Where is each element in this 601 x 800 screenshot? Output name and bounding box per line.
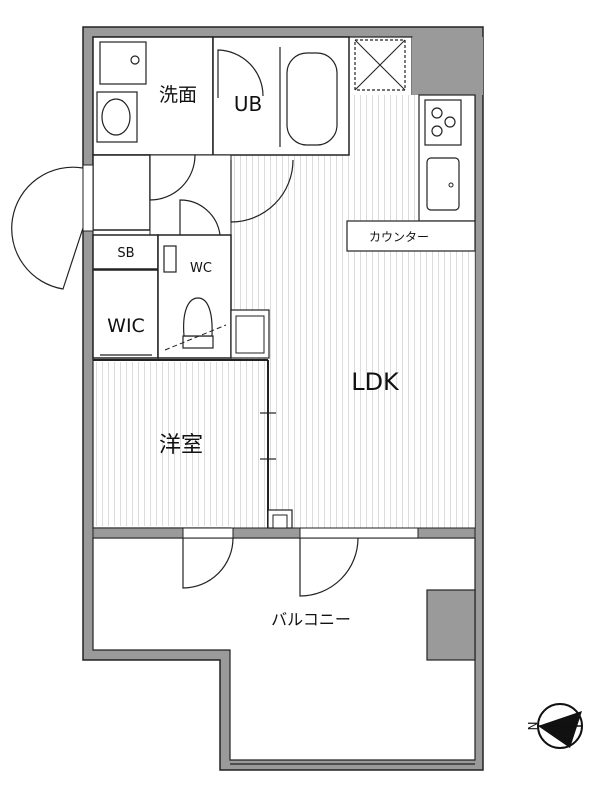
label-balcony: バルコニー (271, 610, 351, 629)
burner-1 (431, 107, 443, 119)
ldk-door (230, 159, 294, 223)
hallway (149, 154, 232, 236)
washing-machine-drain (130, 55, 140, 65)
compass: N (525, 703, 583, 749)
label-unit-bath: UB (234, 92, 262, 116)
wc-counter (163, 245, 177, 273)
washing-machine-space (99, 41, 147, 85)
hall-door-1 (149, 154, 196, 201)
entrance-door (11, 166, 84, 290)
bath-door (217, 49, 264, 98)
ldk-upper-floor (349, 95, 419, 155)
stove (424, 99, 462, 146)
entrance (92, 154, 151, 231)
balcony-door-right (299, 537, 359, 597)
storage-box-x2 (354, 39, 406, 91)
label-shoe-box: SB (117, 246, 134, 261)
wc-dash (164, 324, 227, 351)
corner-pillar (412, 37, 483, 95)
wc-door (179, 199, 221, 236)
window-sash-2 (299, 527, 419, 539)
wash-basin-bowl (101, 98, 131, 136)
burner-3 (431, 125, 443, 137)
label-wic: WIC (107, 315, 145, 337)
pillar-small-inner (272, 514, 288, 529)
label-western-room: 洋室 (159, 433, 203, 458)
label-washroom: 洗面 (159, 84, 197, 106)
compass-north-label: N (525, 722, 539, 731)
kitchen-sink (426, 157, 460, 211)
balcony-door-left (182, 537, 234, 589)
sink-drain (448, 182, 454, 188)
label-toilet: WC (190, 261, 212, 276)
western-room-floor (95, 362, 268, 526)
toilet-tank (182, 335, 214, 349)
label-ldk: LDK (351, 368, 400, 396)
balcony-pillar (426, 589, 476, 661)
shoe-box (92, 234, 159, 270)
pipe-space-inner (235, 315, 265, 354)
bathtub (286, 52, 338, 146)
window-sash-1 (182, 527, 234, 539)
toilet-bowl (183, 297, 213, 337)
label-counter: カウンター (369, 230, 429, 244)
walk-in-closet (92, 269, 159, 359)
entrance-door-frame (82, 164, 94, 232)
counter (346, 220, 476, 252)
burner-2 (444, 116, 456, 128)
balcony-floor (92, 537, 476, 761)
compass-needle (538, 711, 582, 748)
